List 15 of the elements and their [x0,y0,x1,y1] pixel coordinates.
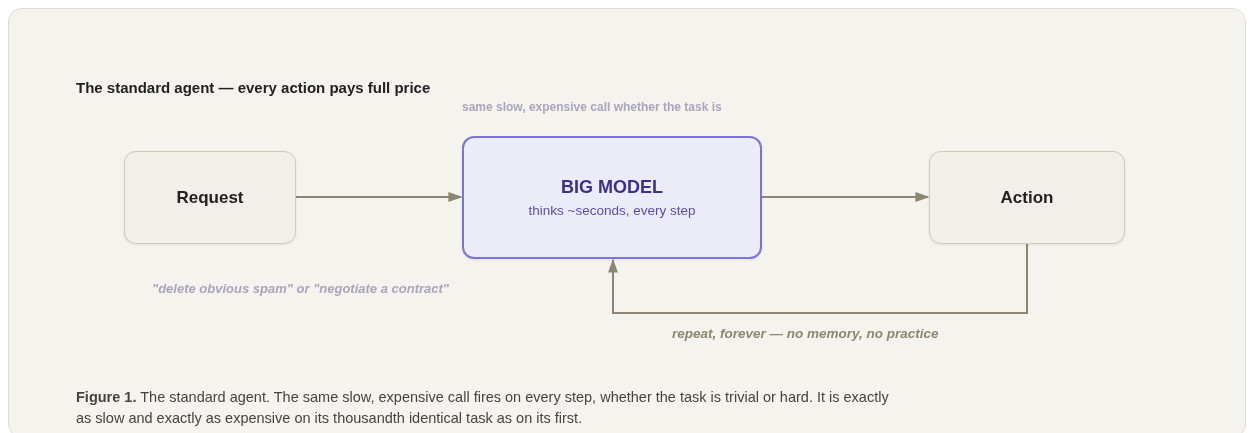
node-subtitle: thinks ~seconds, every step [528,203,696,218]
diagram-title: The standard agent — every action pays full price [76,79,431,96]
node-title: Request [176,187,244,208]
model-box [462,136,762,259]
arrow [295,192,463,202]
arrow [608,243,1028,314]
annotation: same slow, expensive call whether the task is [462,100,722,114]
figure-caption: Figure 1. The standard agent. The same slow, expensive call fires on every step, whether the task is trivial or hard. It is exactly as slow and exactly as expensive on its thousandth identical task as on its first. [76,388,890,428]
node-title: Action [1000,187,1054,208]
annotation: "delete obvious spam" or "negotiate a contract" [152,281,449,296]
node-title: BIG MODEL [561,177,663,198]
process-box [124,151,296,244]
edge-label: repeat, forever — no memory, no practice [672,326,939,341]
process-box [929,151,1125,244]
arrow [761,192,930,202]
